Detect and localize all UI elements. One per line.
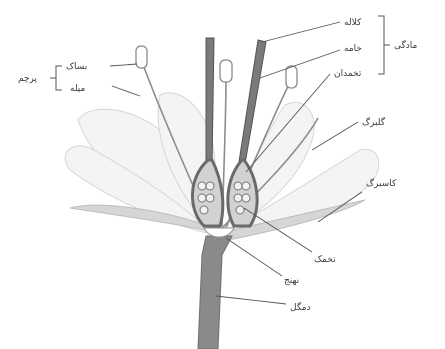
ovule: [200, 206, 208, 214]
label-style: خامه: [344, 44, 362, 54]
ovule: [242, 194, 250, 202]
pistil-bracket: [378, 16, 390, 74]
anther-left: [136, 46, 147, 68]
ovule: [236, 206, 244, 214]
leader-petal: [312, 122, 358, 150]
anther-center: [220, 60, 232, 82]
ovule: [198, 182, 206, 190]
ovule: [242, 182, 250, 190]
label-filament: میله: [70, 84, 86, 94]
ovule: [198, 194, 206, 202]
leader-style: [260, 50, 340, 78]
leader-receptacle: [226, 238, 282, 276]
ovule: [206, 194, 214, 202]
ovule: [234, 194, 242, 202]
label-ovary: تخمدان: [334, 69, 362, 79]
leader-stigma: [262, 22, 340, 42]
leader-anther: [110, 64, 137, 66]
label-pistil: مادگی: [394, 39, 418, 51]
label-stigma: کلاله: [344, 18, 362, 28]
pedicel-shape: [198, 236, 232, 349]
stamen-bracket: [50, 66, 62, 90]
label-petal: گلبرگ: [362, 116, 386, 128]
label-receptacle: نهنج: [284, 276, 299, 286]
leader-filament: [112, 86, 140, 96]
label-anther: بساک: [66, 61, 87, 72]
anther-right: [286, 66, 297, 88]
ovule: [206, 182, 214, 190]
ovule: [234, 182, 242, 190]
label-stamen: پرچم: [18, 74, 38, 84]
style-left: [206, 38, 214, 168]
leader-pedicel: [216, 296, 286, 304]
label-sepal: کاسبرگ: [366, 177, 397, 189]
label-pedicel: دمگل: [290, 301, 311, 313]
label-ovule: تخمک: [314, 255, 336, 265]
